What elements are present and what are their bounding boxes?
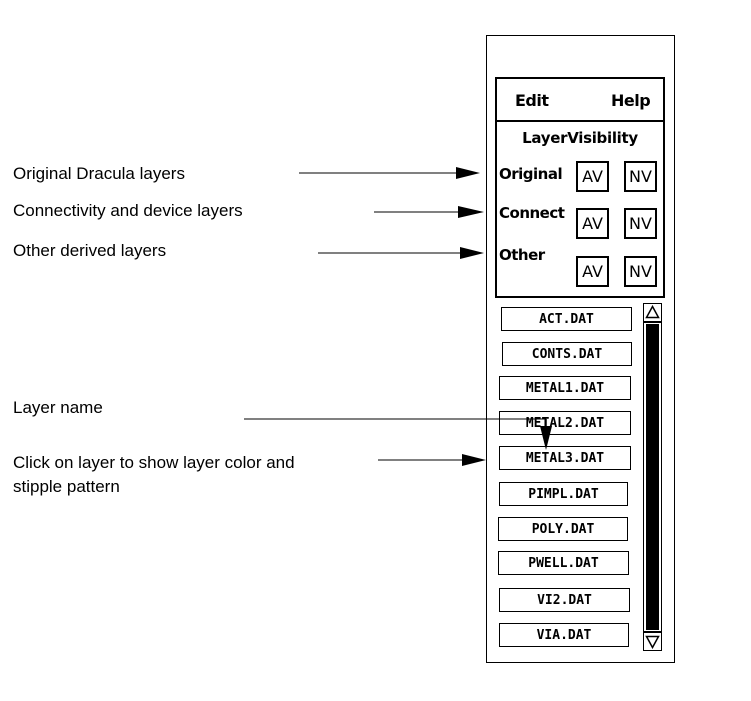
other-nv-button[interactable]: NV [624, 256, 657, 287]
scroll-up-button[interactable] [643, 303, 662, 322]
arrow-up-icon [645, 305, 660, 319]
row-label-other: Other [499, 246, 545, 264]
row-label-original: Original [499, 165, 563, 183]
layer-item-act[interactable]: ACT.DAT [501, 307, 632, 331]
annotation-click-line1: Click on layer to show layer color and [13, 453, 295, 472]
menu-bar: Edit Help [497, 79, 663, 122]
help-menu[interactable]: Help [611, 91, 651, 110]
connect-av-button[interactable]: AV [576, 208, 609, 239]
row-label-connect: Connect [499, 204, 565, 222]
scroll-down-button[interactable] [643, 632, 662, 651]
annotation-click-line2: stipple pattern [13, 477, 120, 496]
connect-nv-button[interactable]: NV [624, 208, 657, 239]
edit-menu[interactable]: Edit [515, 91, 549, 110]
other-av-button[interactable]: AV [576, 256, 609, 287]
layer-item-metal1[interactable]: METAL1.DAT [499, 376, 631, 400]
layer-item-poly[interactable]: POLY.DAT [498, 517, 628, 541]
annotation-other: Other derived layers [13, 241, 167, 260]
scrollbar-thumb[interactable] [646, 324, 659, 630]
layer-item-via[interactable]: VIA.DAT [499, 623, 629, 647]
arrow-click-layer [378, 454, 486, 466]
layer-item-metal3[interactable]: METAL3.DAT [499, 446, 631, 470]
layer-item-metal2[interactable]: METAL2.DAT [499, 411, 631, 435]
arrow-connect [374, 206, 484, 218]
layer-item-conts[interactable]: CONTS.DAT [502, 342, 632, 366]
arrow-down-icon [645, 635, 660, 649]
annotation-layer-name: Layer name [13, 398, 103, 417]
arrow-other [318, 247, 484, 259]
annotation-connect: Connectivity and device layers [13, 201, 243, 220]
layer-item-pwell[interactable]: PWELL.DAT [498, 551, 629, 575]
original-nv-button[interactable]: NV [624, 161, 657, 192]
original-av-button[interactable]: AV [576, 161, 609, 192]
layer-item-pimpl[interactable]: PIMPL.DAT [499, 482, 628, 506]
visibility-control-box: Edit Help LayerVisibility Original AV NV… [495, 77, 665, 298]
arrow-original [299, 167, 480, 179]
annotation-original: Original Dracula layers [13, 164, 185, 183]
layer-item-vi2[interactable]: VI2.DAT [499, 588, 630, 612]
layer-visibility-title: LayerVisibility [522, 129, 638, 147]
